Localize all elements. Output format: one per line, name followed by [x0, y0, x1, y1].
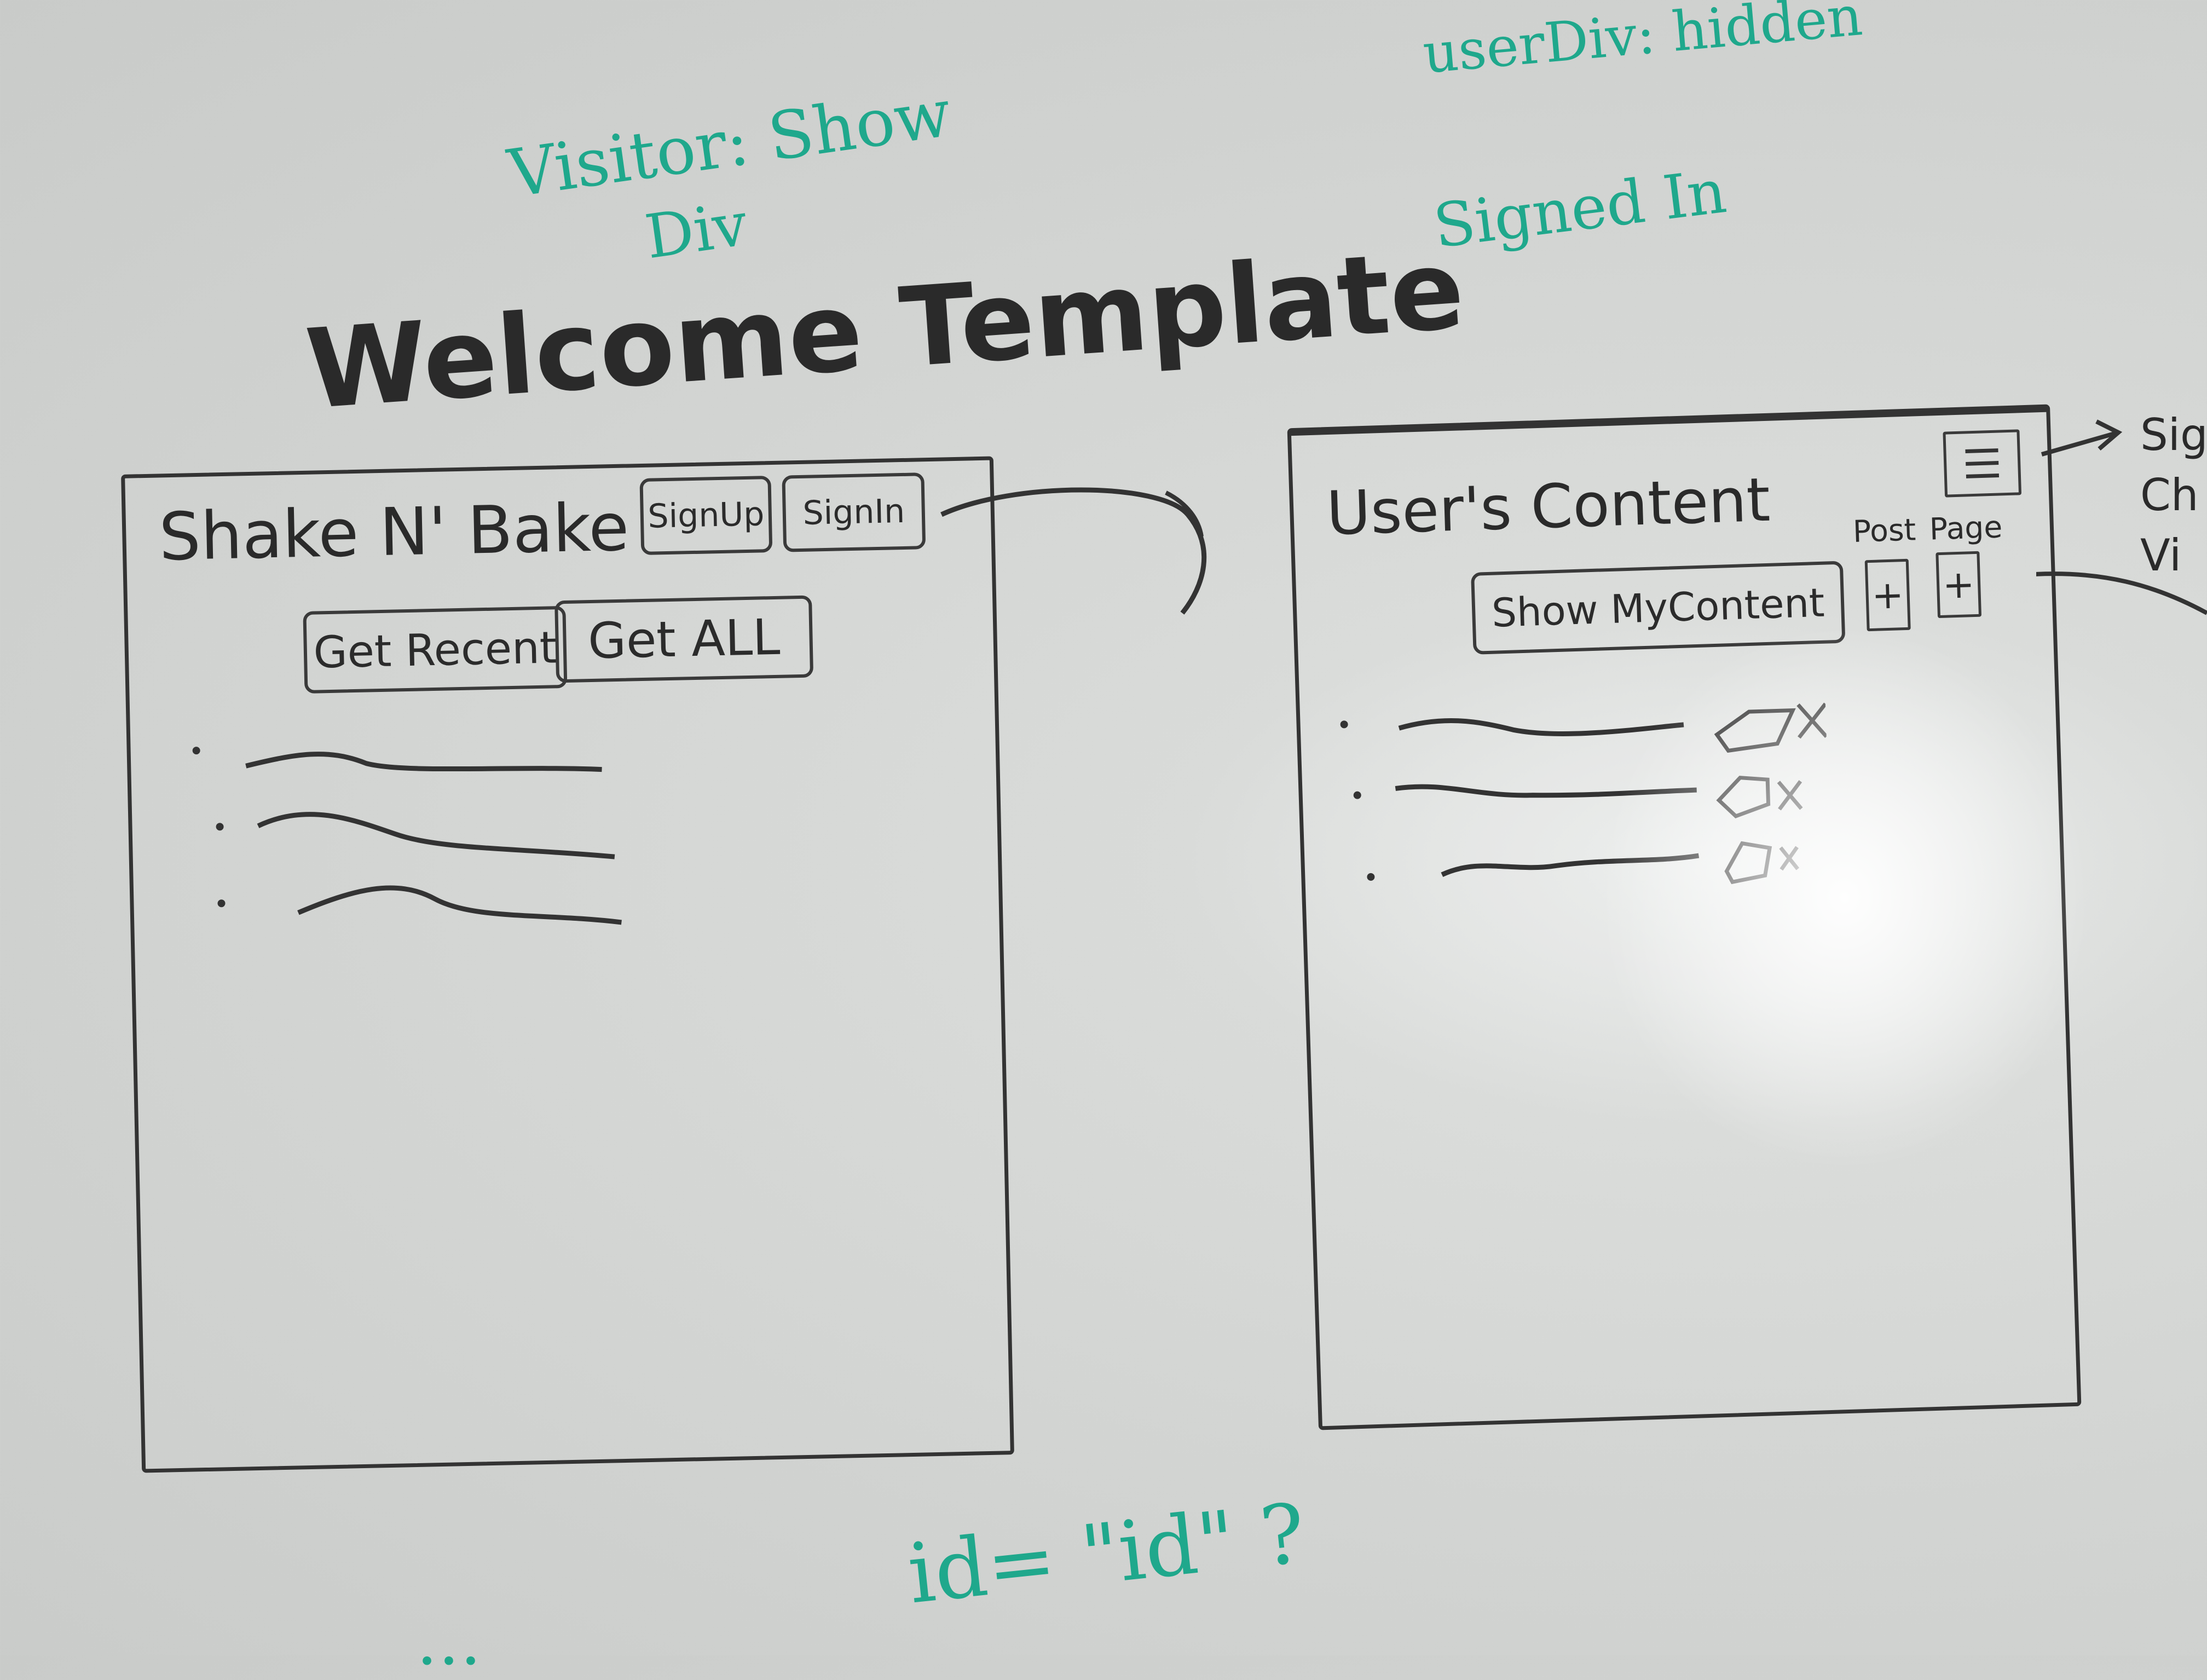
edit-pencil-icon — [1716, 776, 1771, 818]
app-title: Shake N' Bake — [158, 489, 630, 576]
list-bullet — [1353, 791, 1361, 799]
user-content-list — [1340, 702, 1828, 885]
list-item-squiggle — [297, 885, 622, 925]
menu-button[interactable] — [1943, 429, 2022, 498]
delete-x-icon — [1779, 846, 1800, 871]
placeholder-list — [192, 747, 622, 925]
id-annotation: id= "id" ? — [903, 1486, 1310, 1623]
welcome-wireframe: Shake N' Bake SignUp SignIn Get Recent G… — [121, 456, 1014, 1473]
list-item-squiggle — [1441, 853, 1700, 877]
hamburger-icon — [1965, 448, 2000, 478]
list-bullet — [217, 899, 226, 908]
show-my-content-button[interactable]: Show MyContent — [1471, 561, 1846, 655]
list-item-squiggle — [1398, 718, 1684, 736]
side-arrows — [2036, 419, 2207, 615]
add-page-button[interactable]: + — [1936, 551, 1982, 619]
user-content-wireframe: User's Content Post Page Show MyContent … — [1287, 404, 2082, 1430]
add-post-button[interactable]: + — [1864, 558, 1911, 632]
list-item-squiggle — [257, 812, 615, 859]
sign-in-button[interactable]: SignIn — [782, 472, 926, 552]
edit-pencil-icon — [1714, 708, 1796, 753]
get-all-button[interactable]: Get ALL — [554, 595, 814, 683]
get-recent-button[interactable]: Get Recent — [303, 605, 568, 694]
post-label: Post — [1852, 512, 1917, 549]
visitor-annotation-div: Div — [641, 188, 752, 273]
user-content-title: User's Content — [1325, 464, 1771, 549]
list-bullet — [216, 823, 224, 831]
list-item-squiggle — [245, 752, 602, 772]
edit-pencil-icon — [1724, 841, 1772, 885]
list-bullet — [1367, 873, 1375, 881]
delete-x-icon — [1796, 702, 1828, 739]
side-note-line: Vi — [2140, 530, 2182, 581]
userdiv-annotation: userDiv: hidden — [1420, 0, 1865, 86]
list-bullet — [192, 747, 200, 755]
side-note-line: Sig — [2140, 409, 2207, 460]
list-bullet — [1340, 720, 1348, 729]
side-note-line: Ch — [2140, 470, 2199, 521]
delete-x-icon — [1777, 780, 1803, 811]
signed-in-annotation: Signed In — [1430, 156, 1730, 262]
page-label: Page — [1928, 509, 2003, 547]
side-note: Sig Ch Vi — [2140, 405, 2207, 586]
flow-arrow — [940, 487, 1207, 615]
welcome-template-heading: Welcome Template — [302, 226, 1469, 434]
bottom-fragment-annotation: … — [416, 1604, 482, 1680]
list-item-squiggle — [1395, 784, 1697, 798]
sign-up-button[interactable]: SignUp — [639, 476, 773, 556]
